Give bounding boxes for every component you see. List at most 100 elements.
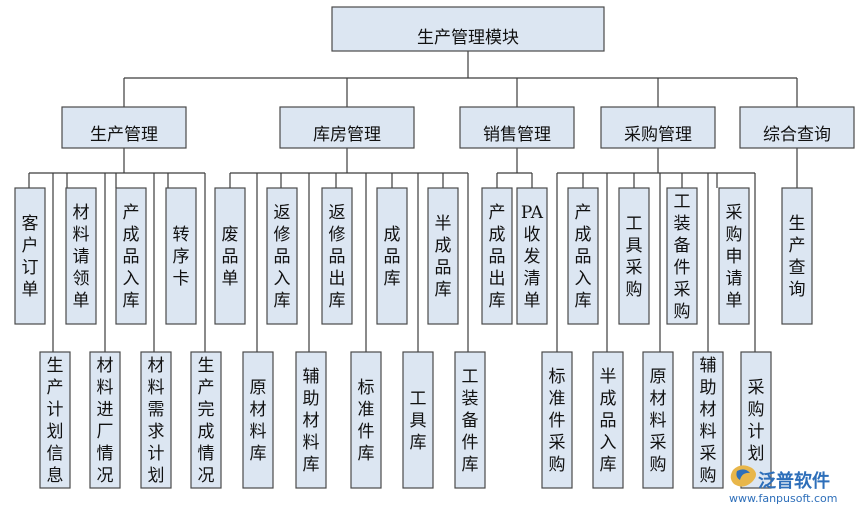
child-node-4-0: 生产查询 — [781, 187, 813, 325]
child-node-0-5-label: 材料需求计划 — [148, 356, 165, 486]
child-node-0-5-box — [140, 351, 172, 489]
group-node-3: 采购管理 — [600, 106, 716, 149]
child-node-0-1: 生产计划信息 — [39, 351, 71, 489]
child-node-3-4-box — [666, 187, 698, 325]
child-node-1-8: 半成品库 — [427, 187, 459, 325]
child-node-0-0: 客户订单 — [14, 187, 46, 325]
child-node-1-3-label: 辅助材料库 — [303, 367, 320, 475]
child-node-3-0: 产成品入库 — [567, 187, 599, 325]
child-node-0-2: 材料请领单 — [65, 187, 97, 325]
child-node-3-1-label: 标准件采购 — [549, 367, 566, 475]
child-node-3-7: 辅助材料采购 — [692, 351, 724, 489]
child-node-0-6-label: 转序卡 — [173, 225, 190, 289]
child-node-0-7-box — [190, 351, 222, 489]
child-node-1-1-label: 原材料库 — [250, 378, 267, 464]
child-node-0-5: 材料需求计划 — [140, 351, 172, 489]
child-node-3-4-label: 工装备件采购 — [674, 192, 691, 322]
child-node-1-8-box — [427, 187, 459, 325]
child-node-1-1: 原材料库 — [242, 351, 274, 489]
group-node-4-label: 综合查询 — [763, 125, 831, 145]
child-node-1-7: 工具库 — [402, 351, 434, 489]
group-node-2-label: 销售管理 — [483, 125, 551, 145]
child-node-3-6-label: 采购申请单 — [726, 203, 743, 311]
child-node-2-1-box — [516, 187, 548, 325]
fanpu-logo-icon — [730, 465, 756, 487]
group-node-4: 综合查询 — [739, 106, 855, 149]
child-node-1-7-box — [402, 351, 434, 489]
child-node-3-6: 采购申请单 — [718, 187, 750, 325]
child-node-0-1-label: 生产计划信息 — [47, 356, 64, 486]
child-node-1-6: 成品库 — [376, 187, 408, 325]
child-node-2-0-label: 产成品出库 — [489, 203, 506, 311]
child-node-3-5: 原材料采购 — [642, 351, 674, 489]
child-node-3-2: 工具采购 — [618, 187, 650, 325]
child-node-0-6-box — [165, 187, 197, 325]
child-node-0-4: 产成品入库 — [115, 187, 147, 325]
child-node-3-8: 采购计划 — [740, 351, 772, 489]
child-node-0-7: 生产完成情况 — [190, 351, 222, 489]
watermark: 泛普软件 www.fanpusoft.com — [729, 465, 837, 505]
child-node-3-4: 工装备件采购 — [666, 187, 698, 325]
child-node-0-3-box — [89, 351, 121, 489]
child-node-3-3-label: 半成品入库 — [600, 367, 617, 475]
child-node-3-1-box — [541, 351, 573, 489]
child-node-3-3-box — [592, 351, 624, 489]
child-node-1-5: 标准件库 — [350, 351, 382, 489]
child-node-1-0-label: 废品单 — [222, 225, 239, 289]
connector-lines — [28, 51, 798, 352]
child-node-1-9-box — [454, 351, 486, 489]
child-node-0-3-label: 材料进厂情况 — [97, 356, 114, 486]
child-node-0-2-box — [65, 187, 97, 325]
child-node-1-3-box — [295, 351, 327, 489]
child-node-0-6: 转序卡 — [165, 187, 197, 325]
root-node: 生产管理模块 — [331, 6, 605, 52]
child-node-0-3: 材料进厂情况 — [89, 351, 121, 489]
child-node-0-0-box — [14, 187, 46, 325]
child-node-4-0-label: 生产查询 — [789, 214, 806, 300]
child-node-1-7-label: 工具库 — [410, 389, 427, 453]
group-node-1-box — [279, 106, 415, 149]
child-node-1-4: 返修品出库 — [321, 187, 353, 325]
child-node-0-4-label: 产成品入库 — [123, 203, 140, 311]
child-node-3-7-label: 辅助材料采购 — [700, 356, 717, 486]
group-node-2-box — [459, 106, 575, 149]
child-node-0-4-box — [115, 187, 147, 325]
child-node-1-6-box — [376, 187, 408, 325]
group-node-0: 生产管理 — [61, 106, 187, 149]
child-node-1-5-box — [350, 351, 382, 489]
root-node-label: 生产管理模块 — [417, 28, 519, 48]
child-node-1-3: 辅助材料库 — [295, 351, 327, 489]
child-node-3-1: 标准件采购 — [541, 351, 573, 489]
group-node-1-label: 库房管理 — [313, 125, 381, 145]
child-node-4-0-box — [781, 187, 813, 325]
group-node-3-box — [600, 106, 716, 149]
child-node-1-1-box — [242, 351, 274, 489]
child-node-3-7-box — [692, 351, 724, 489]
child-node-1-9-label: 工装备件库 — [462, 367, 479, 475]
child-node-1-0-box — [214, 187, 246, 325]
child-node-1-2-box — [266, 187, 298, 325]
root-node-box — [331, 6, 605, 52]
child-node-1-6-label: 成品库 — [384, 225, 401, 289]
child-node-3-0-label: 产成品入库 — [575, 203, 592, 311]
child-node-1-0: 废品单 — [214, 187, 246, 325]
child-node-2-0-box — [481, 187, 513, 325]
group-node-1: 库房管理 — [279, 106, 415, 149]
child-node-3-8-label: 采购计划 — [748, 378, 765, 464]
child-node-3-5-box — [642, 351, 674, 489]
child-node-0-1-box — [39, 351, 71, 489]
group-node-4-box — [739, 106, 855, 149]
child-node-3-6-box — [718, 187, 750, 325]
watermark-brand: 泛普软件 — [758, 470, 830, 492]
child-node-1-4-box — [321, 187, 353, 325]
child-node-0-0-label: 客户订单 — [22, 214, 39, 300]
child-node-1-2: 返修品入库 — [266, 187, 298, 325]
child-node-2-0: 产成品出库 — [481, 187, 513, 325]
child-node-1-5-label: 标准件库 — [358, 378, 375, 464]
child-node-3-3: 半成品入库 — [592, 351, 624, 489]
watermark-url: www.fanpusoft.com — [729, 492, 837, 505]
